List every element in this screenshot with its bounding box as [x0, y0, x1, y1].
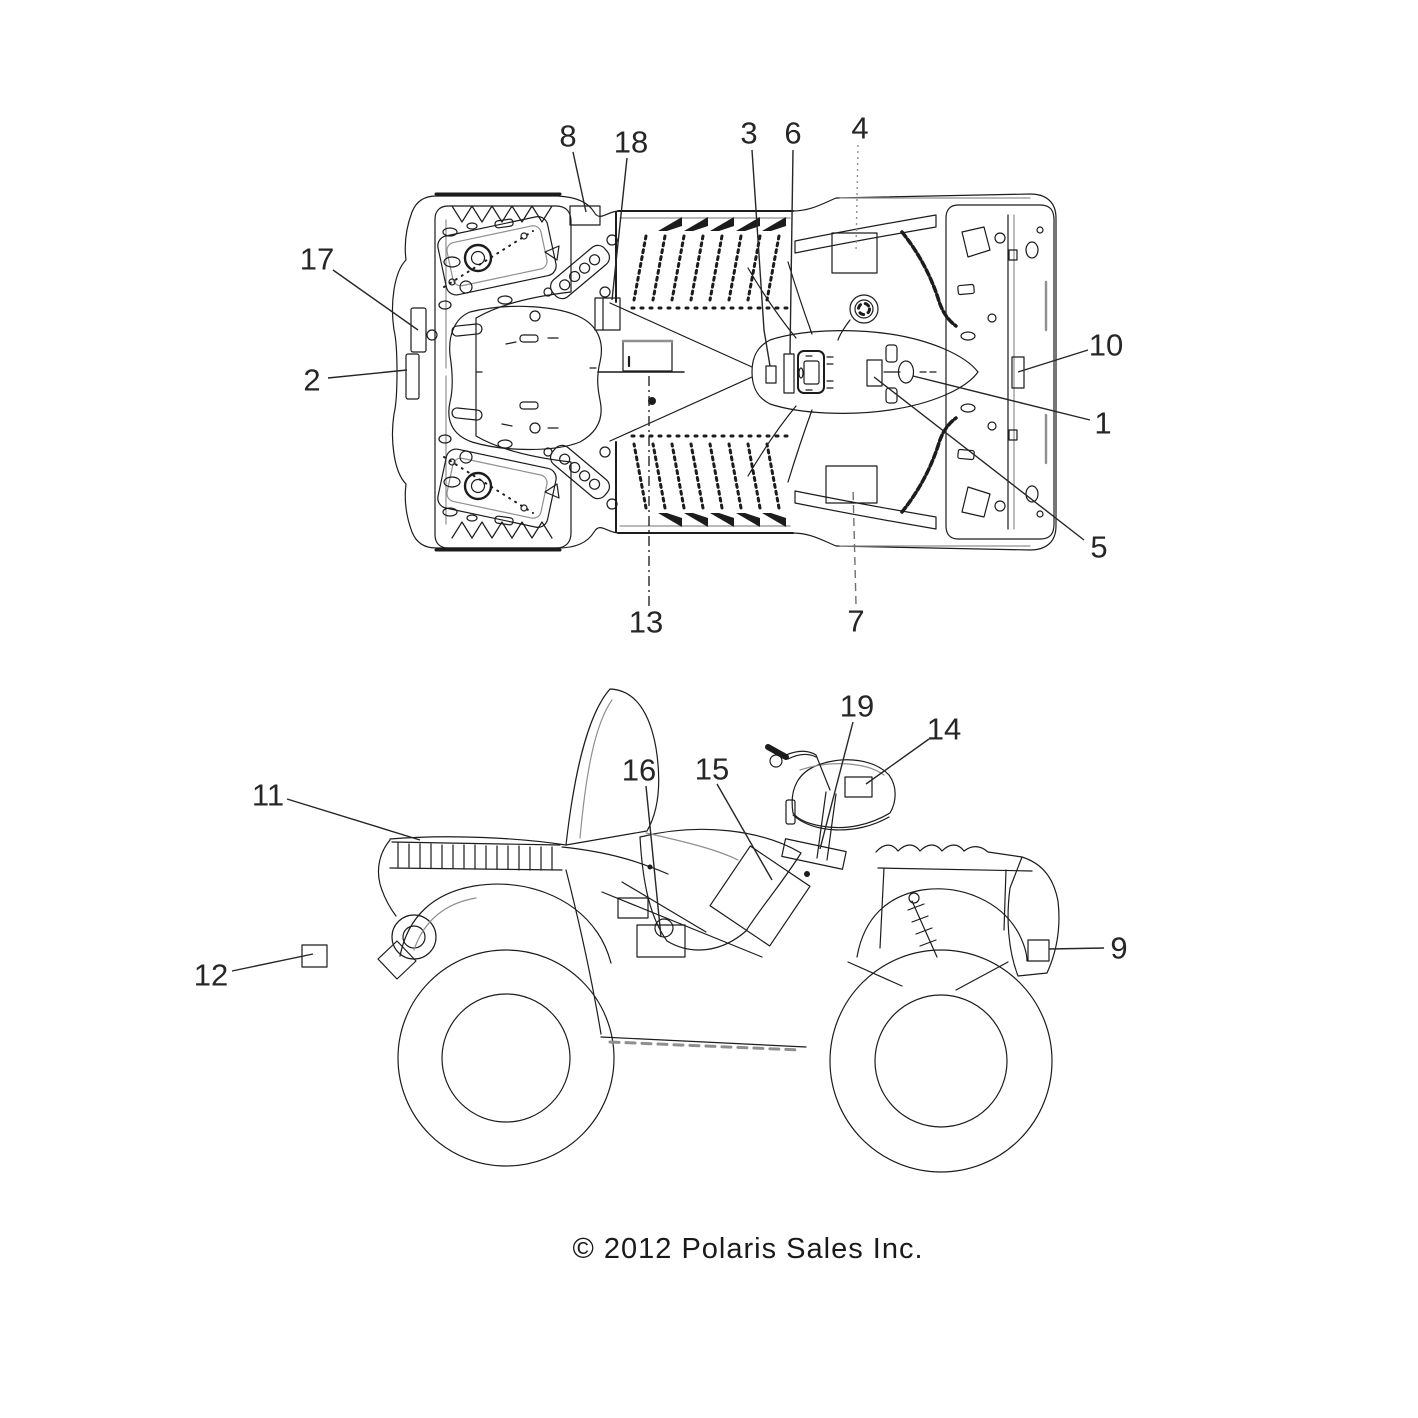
leader-line-11 — [286, 798, 421, 841]
callout-12: 12 — [194, 958, 228, 993]
leader-line-7 — [852, 487, 857, 605]
callout-5: 5 — [1090, 530, 1107, 565]
callout-7: 7 — [847, 604, 864, 639]
decal-1-marker — [897, 360, 915, 384]
decal-6-marker — [783, 353, 795, 394]
rear-bumper-bars — [405, 307, 438, 400]
copyright-text: © 2012 Polaris Sales Inc. — [572, 1233, 923, 1265]
leader-line-14 — [865, 738, 930, 785]
leader-line-9 — [1048, 947, 1105, 950]
decal-17-marker — [410, 307, 427, 353]
instrument-cluster — [797, 350, 825, 394]
front-fender — [856, 888, 1028, 962]
top-view-symmetric-details — [437, 205, 1044, 369]
decal-9-marker — [1027, 939, 1050, 962]
decal-19-marker — [781, 838, 847, 870]
decal-5-marker — [866, 359, 883, 387]
callout-17: 17 — [300, 242, 334, 277]
decal-4-marker — [831, 232, 878, 274]
handlebar — [765, 744, 837, 861]
decal-7-marker — [825, 465, 878, 504]
callout-1: 1 — [1094, 406, 1111, 441]
footwell-chevrons — [658, 217, 786, 231]
leader-line-10 — [1017, 349, 1089, 373]
fuel-cap — [837, 294, 879, 341]
front-rack-side — [875, 844, 1033, 949]
front-rack — [945, 204, 1055, 540]
decal-2-marker — [405, 353, 420, 400]
leader-line-17 — [332, 269, 419, 331]
decal-markers-top-view — [405, 205, 1025, 504]
decal-3-marker — [765, 365, 777, 384]
side-panel — [639, 828, 810, 951]
leader-line-5 — [873, 376, 1085, 541]
callout-4: 4 — [851, 111, 868, 146]
leader-line-18 — [611, 157, 628, 301]
decal-10-marker — [1011, 356, 1025, 389]
callout-11: 11 — [252, 778, 284, 813]
leader-line-8 — [572, 151, 587, 213]
leader-line-3 — [751, 149, 771, 367]
callout-3: 3 — [740, 116, 757, 151]
callout-15: 15 — [695, 752, 729, 787]
decal-18-marker — [594, 297, 621, 331]
callout-18: 18 — [614, 125, 648, 160]
decal-13-marker — [621, 339, 674, 372]
front-rack-holes — [957, 226, 1044, 341]
leader-line-12 — [231, 953, 314, 972]
callout-6: 6 — [784, 116, 801, 151]
callout-19: 19 — [840, 689, 874, 724]
decal-16-marker — [636, 924, 686, 958]
callout-8: 8 — [559, 119, 576, 154]
front-wheel — [829, 949, 1053, 1173]
leader-line-16 — [645, 785, 662, 938]
top-view-body-outline — [391, 193, 1057, 551]
callout-9: 9 — [1110, 931, 1127, 966]
callout-16: 16 — [622, 753, 656, 788]
decal-14-marker — [844, 776, 873, 798]
side-view-diagram — [301, 688, 1060, 1173]
kick-plate — [549, 244, 611, 300]
decal-15-marker — [709, 845, 811, 947]
leader-line-6 — [789, 149, 794, 355]
leader-line-1 — [912, 375, 1091, 421]
rear-bumper-winch — [377, 839, 437, 980]
leader-line-15 — [716, 783, 773, 881]
leader-line-2 — [327, 369, 408, 379]
callout-10: 10 — [1089, 328, 1123, 363]
leader-line-19 — [819, 721, 854, 850]
front-suspension — [847, 892, 1009, 991]
headlight-pod — [785, 759, 896, 831]
handlebar-pod — [751, 294, 979, 414]
rear-wheel — [397, 949, 615, 1167]
ignition-switch — [885, 344, 898, 363]
rear-rack-side — [389, 836, 669, 875]
rear-rack-holes — [438, 218, 560, 343]
callout-14: 14 — [927, 712, 961, 747]
seat-top-view — [448, 305, 603, 451]
seat-backrest — [565, 688, 660, 846]
front-bumper — [1007, 856, 1060, 977]
callout-13: 13 — [629, 605, 663, 640]
footwell-treads — [632, 234, 781, 302]
top-view-diagram — [391, 192, 1057, 552]
callout-2: 2 — [303, 363, 320, 398]
rear-fender — [399, 883, 612, 964]
